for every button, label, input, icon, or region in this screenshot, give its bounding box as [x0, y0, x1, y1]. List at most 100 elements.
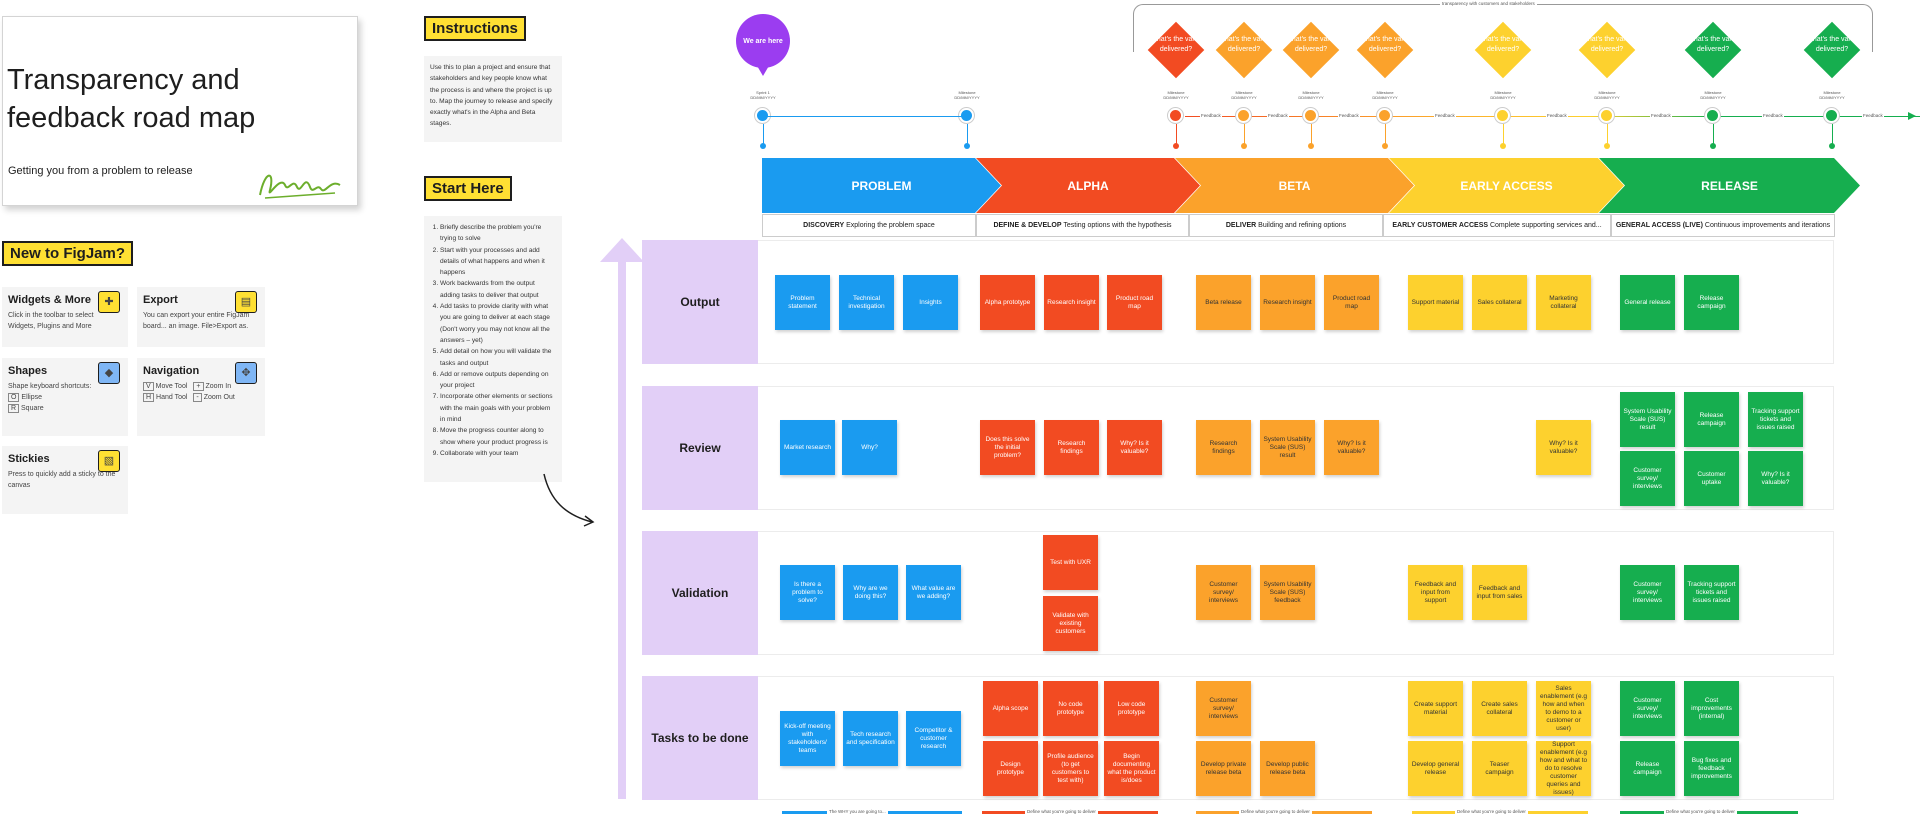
sticky-tasks-release[interactable]: Release campaign	[1620, 741, 1675, 796]
sticky-review-alpha[interactable]: Why? Is it valuable?	[1107, 420, 1162, 475]
sticky-tasks-release[interactable]: Customer survey/ interviews	[1620, 681, 1675, 736]
milestone-dot[interactable]	[1824, 108, 1839, 123]
sticky-tasks-alpha[interactable]: No code prototype	[1043, 681, 1098, 736]
phase-banner-alpha[interactable]: ALPHA	[976, 158, 1200, 213]
sticky-review-problem[interactable]: Market research	[780, 420, 835, 475]
sticky-tasks-alpha[interactable]: Profile audience (to get customers to te…	[1043, 741, 1098, 796]
milestone-anchor	[1829, 143, 1835, 149]
sticky-validation-early[interactable]: Feedback and input from support	[1408, 565, 1463, 620]
sticky-tasks-early[interactable]: Support enablement (e.g how and what to …	[1536, 741, 1591, 796]
sticky-output-early[interactable]: Sales collateral	[1472, 275, 1527, 330]
feedback-label: Feedback	[1434, 113, 1456, 118]
sticky-validation-problem[interactable]: What value are we adding?	[906, 565, 961, 620]
timeline-end-arrow-icon	[1908, 112, 1916, 120]
milestone-stem	[1832, 124, 1833, 144]
sticky-output-problem[interactable]: Insights	[903, 275, 958, 330]
we-are-here-marker[interactable]: We are here	[736, 14, 790, 68]
sticky-output-problem[interactable]: Technical investigation	[839, 275, 894, 330]
shortcut-key: V	[143, 382, 154, 391]
milestone-dot[interactable]	[755, 108, 770, 123]
sticky-tasks-alpha[interactable]: Alpha scope	[983, 681, 1038, 736]
sticky-review-release[interactable]: Customer uptake	[1684, 451, 1739, 506]
milestone-anchor	[760, 143, 766, 149]
milestone-dot[interactable]	[959, 108, 974, 123]
milestone-dot[interactable]	[1236, 108, 1251, 123]
export-card[interactable]: Export You can export your entire FigJam…	[137, 287, 265, 347]
sticky-review-beta[interactable]: Why? Is it valuable?	[1324, 420, 1379, 475]
sticky-review-release[interactable]: Release campaign	[1684, 392, 1739, 447]
sticky-output-early[interactable]: Support material	[1408, 275, 1463, 330]
sticky-output-release[interactable]: Release campaign	[1684, 275, 1739, 330]
value-question: What's the value delivered?	[1806, 36, 1858, 53]
sticky-review-release[interactable]: Tracking support tickets and issues rais…	[1748, 392, 1803, 447]
title-card[interactable]: Transparency and feedback road map Getti…	[2, 16, 358, 206]
feedback-label: Feedback	[1762, 113, 1784, 118]
sticky-tasks-problem[interactable]: Tech research and specification	[843, 711, 898, 766]
sticky-tasks-alpha[interactable]: Low code prototype	[1104, 681, 1159, 736]
sticky-validation-release[interactable]: Tracking support tickets and issues rais…	[1684, 565, 1739, 620]
shapes-card[interactable]: Shapes Shape keyboard shortcuts: O Ellip…	[2, 358, 128, 436]
sticky-validation-alpha[interactable]: Test with UXR	[1043, 535, 1098, 590]
milestone-dot[interactable]	[1168, 108, 1183, 123]
phase-banner-beta[interactable]: BETA	[1175, 158, 1414, 213]
milestone-label: Milestone DD/MM/YYYY	[1298, 90, 1324, 100]
sticky-output-release[interactable]: General release	[1620, 275, 1675, 330]
sticky-output-beta[interactable]: Research insight	[1260, 275, 1315, 330]
sticky-output-alpha[interactable]: Product road map	[1107, 275, 1162, 330]
phase-banner-release[interactable]: RELEASE	[1599, 158, 1860, 213]
sticky-output-early[interactable]: Marketing collateral	[1536, 275, 1591, 330]
sticky-review-early[interactable]: Why? Is it valuable?	[1536, 420, 1591, 475]
milestone-dot[interactable]	[1705, 108, 1720, 123]
sticky-validation-release[interactable]: Customer survey/ interviews	[1620, 565, 1675, 620]
sticky-tasks-alpha[interactable]: Design prototype	[983, 741, 1038, 796]
sticky-validation-alpha[interactable]: Validate with existing customers	[1043, 596, 1098, 651]
sticky-validation-beta[interactable]: System Usability Scale (SUS) feedback	[1260, 565, 1315, 620]
sticky-review-release[interactable]: System Usability Scale (SUS) result	[1620, 392, 1675, 447]
widgets-card[interactable]: Widgets & More Click in the toolbar to s…	[2, 287, 128, 347]
sticky-review-release[interactable]: Why? Is it valuable?	[1748, 451, 1803, 506]
sticky-tasks-problem[interactable]: Kick-off meeting with stakeholders/ team…	[780, 711, 835, 766]
sticky-validation-beta[interactable]: Customer survey/ interviews	[1196, 565, 1251, 620]
sticky-review-alpha[interactable]: Research findings	[1044, 420, 1099, 475]
milestone-dot[interactable]	[1599, 108, 1614, 123]
milestone-label: Milestone DD/MM/YYYY	[1231, 90, 1257, 100]
sticky-validation-problem[interactable]: Is there a problem to solve?	[780, 565, 835, 620]
phase-subtitle: GENERAL ACCESS (LIVE) Continuous improve…	[1611, 214, 1835, 237]
sticky-tasks-problem[interactable]: Competitor & customer research	[906, 711, 961, 766]
sticky-tasks-early[interactable]: Develop general release	[1408, 741, 1463, 796]
milestone-dot[interactable]	[1377, 108, 1392, 123]
milestone-dot[interactable]	[1303, 108, 1318, 123]
sticky-review-alpha[interactable]: Does this solve the initial problem?	[980, 420, 1035, 475]
milestone-anchor	[1500, 143, 1506, 149]
sticky-tasks-alpha[interactable]: Begin documenting what the product is/do…	[1104, 741, 1159, 796]
milestone-dot[interactable]	[1495, 108, 1510, 123]
sticky-validation-early[interactable]: Feedback and input from sales	[1472, 565, 1527, 620]
instructions-text: Use this to plan a project and ensure th…	[430, 64, 553, 128]
sticky-output-alpha[interactable]: Alpha prototype	[980, 275, 1035, 330]
sticky-tasks-early[interactable]: Sales enablement (e.g how and when to de…	[1536, 681, 1591, 736]
start-step: Work backwards from the output adding ta…	[440, 278, 556, 301]
sticky-tasks-early[interactable]: Teaser campaign	[1472, 741, 1527, 796]
phase-banner-problem[interactable]: PROBLEM	[762, 158, 1001, 213]
sticky-tasks-beta[interactable]: Develop private release beta	[1196, 741, 1251, 796]
sticky-review-beta[interactable]: System Usability Scale (SUS) result	[1260, 420, 1315, 475]
sticky-validation-problem[interactable]: Why are we doing this?	[843, 565, 898, 620]
phase-banner-early-access[interactable]: EARLY ACCESS	[1389, 158, 1624, 213]
stickies-card[interactable]: Stickies Press to quickly add a sticky t…	[2, 446, 128, 514]
sticky-tasks-beta[interactable]: Customer survey/ interviews	[1196, 681, 1251, 736]
sticky-output-alpha[interactable]: Research insight	[1044, 275, 1099, 330]
phase-name: ALPHA	[1067, 178, 1109, 193]
sticky-tasks-release[interactable]: Bug fixes and feedback improvements	[1684, 741, 1739, 796]
sticky-review-release[interactable]: Customer survey/ interviews	[1620, 451, 1675, 506]
sticky-tasks-beta[interactable]: Develop public release beta	[1260, 741, 1315, 796]
sticky-review-beta[interactable]: Research findings	[1196, 420, 1251, 475]
sticky-review-problem[interactable]: Why?	[842, 420, 897, 475]
sticky-tasks-early[interactable]: Create support material	[1408, 681, 1463, 736]
sticky-output-problem[interactable]: Problem statement	[775, 275, 830, 330]
sticky-output-beta[interactable]: Beta release	[1196, 275, 1251, 330]
milestone-label: Milestone DD/MM/YYYY	[1700, 90, 1726, 100]
sticky-tasks-early[interactable]: Create sales collateral	[1472, 681, 1527, 736]
sticky-output-beta[interactable]: Product road map	[1324, 275, 1379, 330]
navigation-card[interactable]: Navigation V Move Tool H Hand Tool + Zoo…	[137, 358, 265, 436]
sticky-tasks-release[interactable]: Cost improvements (internal)	[1684, 681, 1739, 736]
